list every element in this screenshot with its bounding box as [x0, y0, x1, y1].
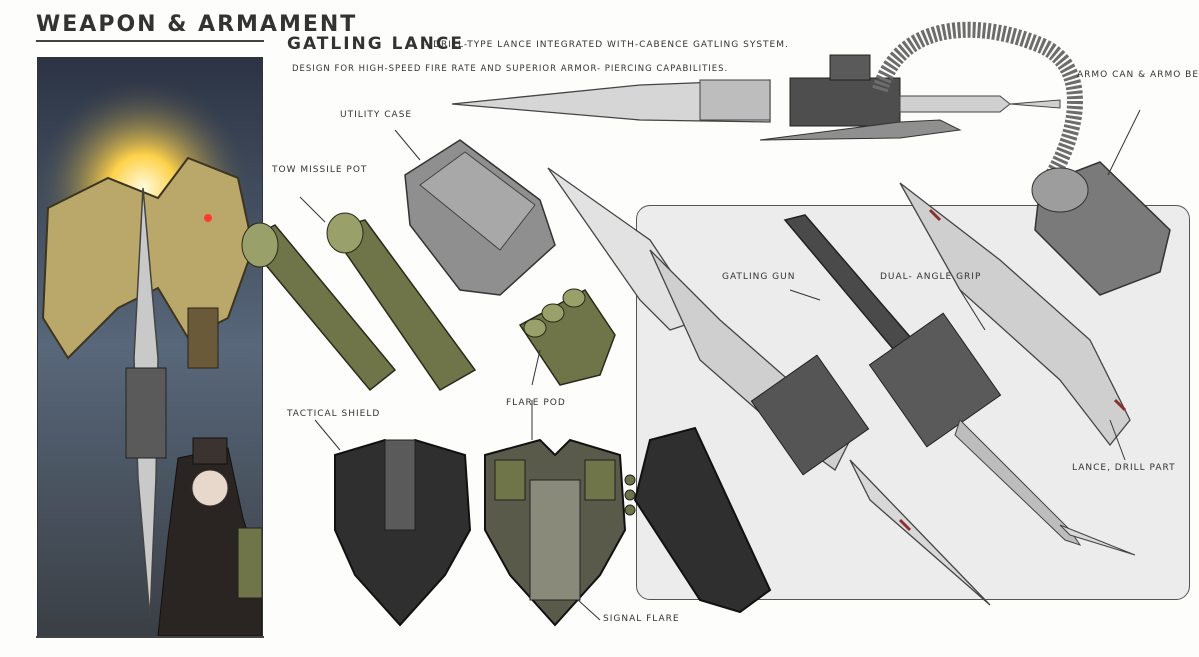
gatling-gun-center	[783, 214, 1136, 556]
label-signal-flare: SIGNAL FLARE	[603, 614, 680, 624]
label-tactical-shield: TACTICAL SHIELD	[287, 409, 381, 419]
weapon-description: DESIGN FOR HIGH-SPEED FIRE RATE AND SUPE…	[292, 64, 729, 74]
label-gatling-gun: GATLING GUN	[722, 272, 796, 282]
bottom-underline	[36, 636, 264, 638]
gatling-lance-left-view	[649, 249, 991, 606]
label-utility-case: UTILITY CASE	[340, 110, 413, 120]
label-tow-missile-pot: TOW MISSILE POT	[272, 165, 368, 175]
label-lance-drill-part: LANCE, DRILL PART	[1072, 463, 1176, 473]
illustration-panel	[37, 57, 263, 637]
weapon-subtitle: - DRILL-TYPE LANCE INTEGRATED WITH-CABEN…	[425, 40, 789, 50]
utility-case	[404, 139, 556, 296]
tactical-shield-back	[484, 438, 627, 627]
sheet-title: WEAPON & ARMAMENT	[36, 12, 358, 37]
label-flare-pod: FLARE POD	[506, 398, 566, 408]
tow-missile-pot-right	[326, 212, 477, 391]
title-underline	[36, 40, 264, 42]
ammo-belt	[872, 21, 1083, 185]
tactical-shield-side	[624, 426, 772, 614]
ammo-can	[1031, 161, 1171, 296]
gatling-lance-top	[451, 54, 1061, 141]
label-ammo-can-belt: ARMO CAN & ARMO BELT	[1077, 70, 1199, 80]
battle-illustration	[38, 58, 262, 636]
tactical-shield-front	[334, 438, 472, 627]
label-dual-angle-grip: DUAL- ANGLE GRIP	[880, 272, 982, 282]
gatling-lance-right-view	[899, 182, 1131, 447]
tow-missile-pot-left	[241, 222, 397, 392]
flare-pod	[518, 288, 616, 386]
weapon-name: GATLING LANCE	[287, 34, 464, 54]
